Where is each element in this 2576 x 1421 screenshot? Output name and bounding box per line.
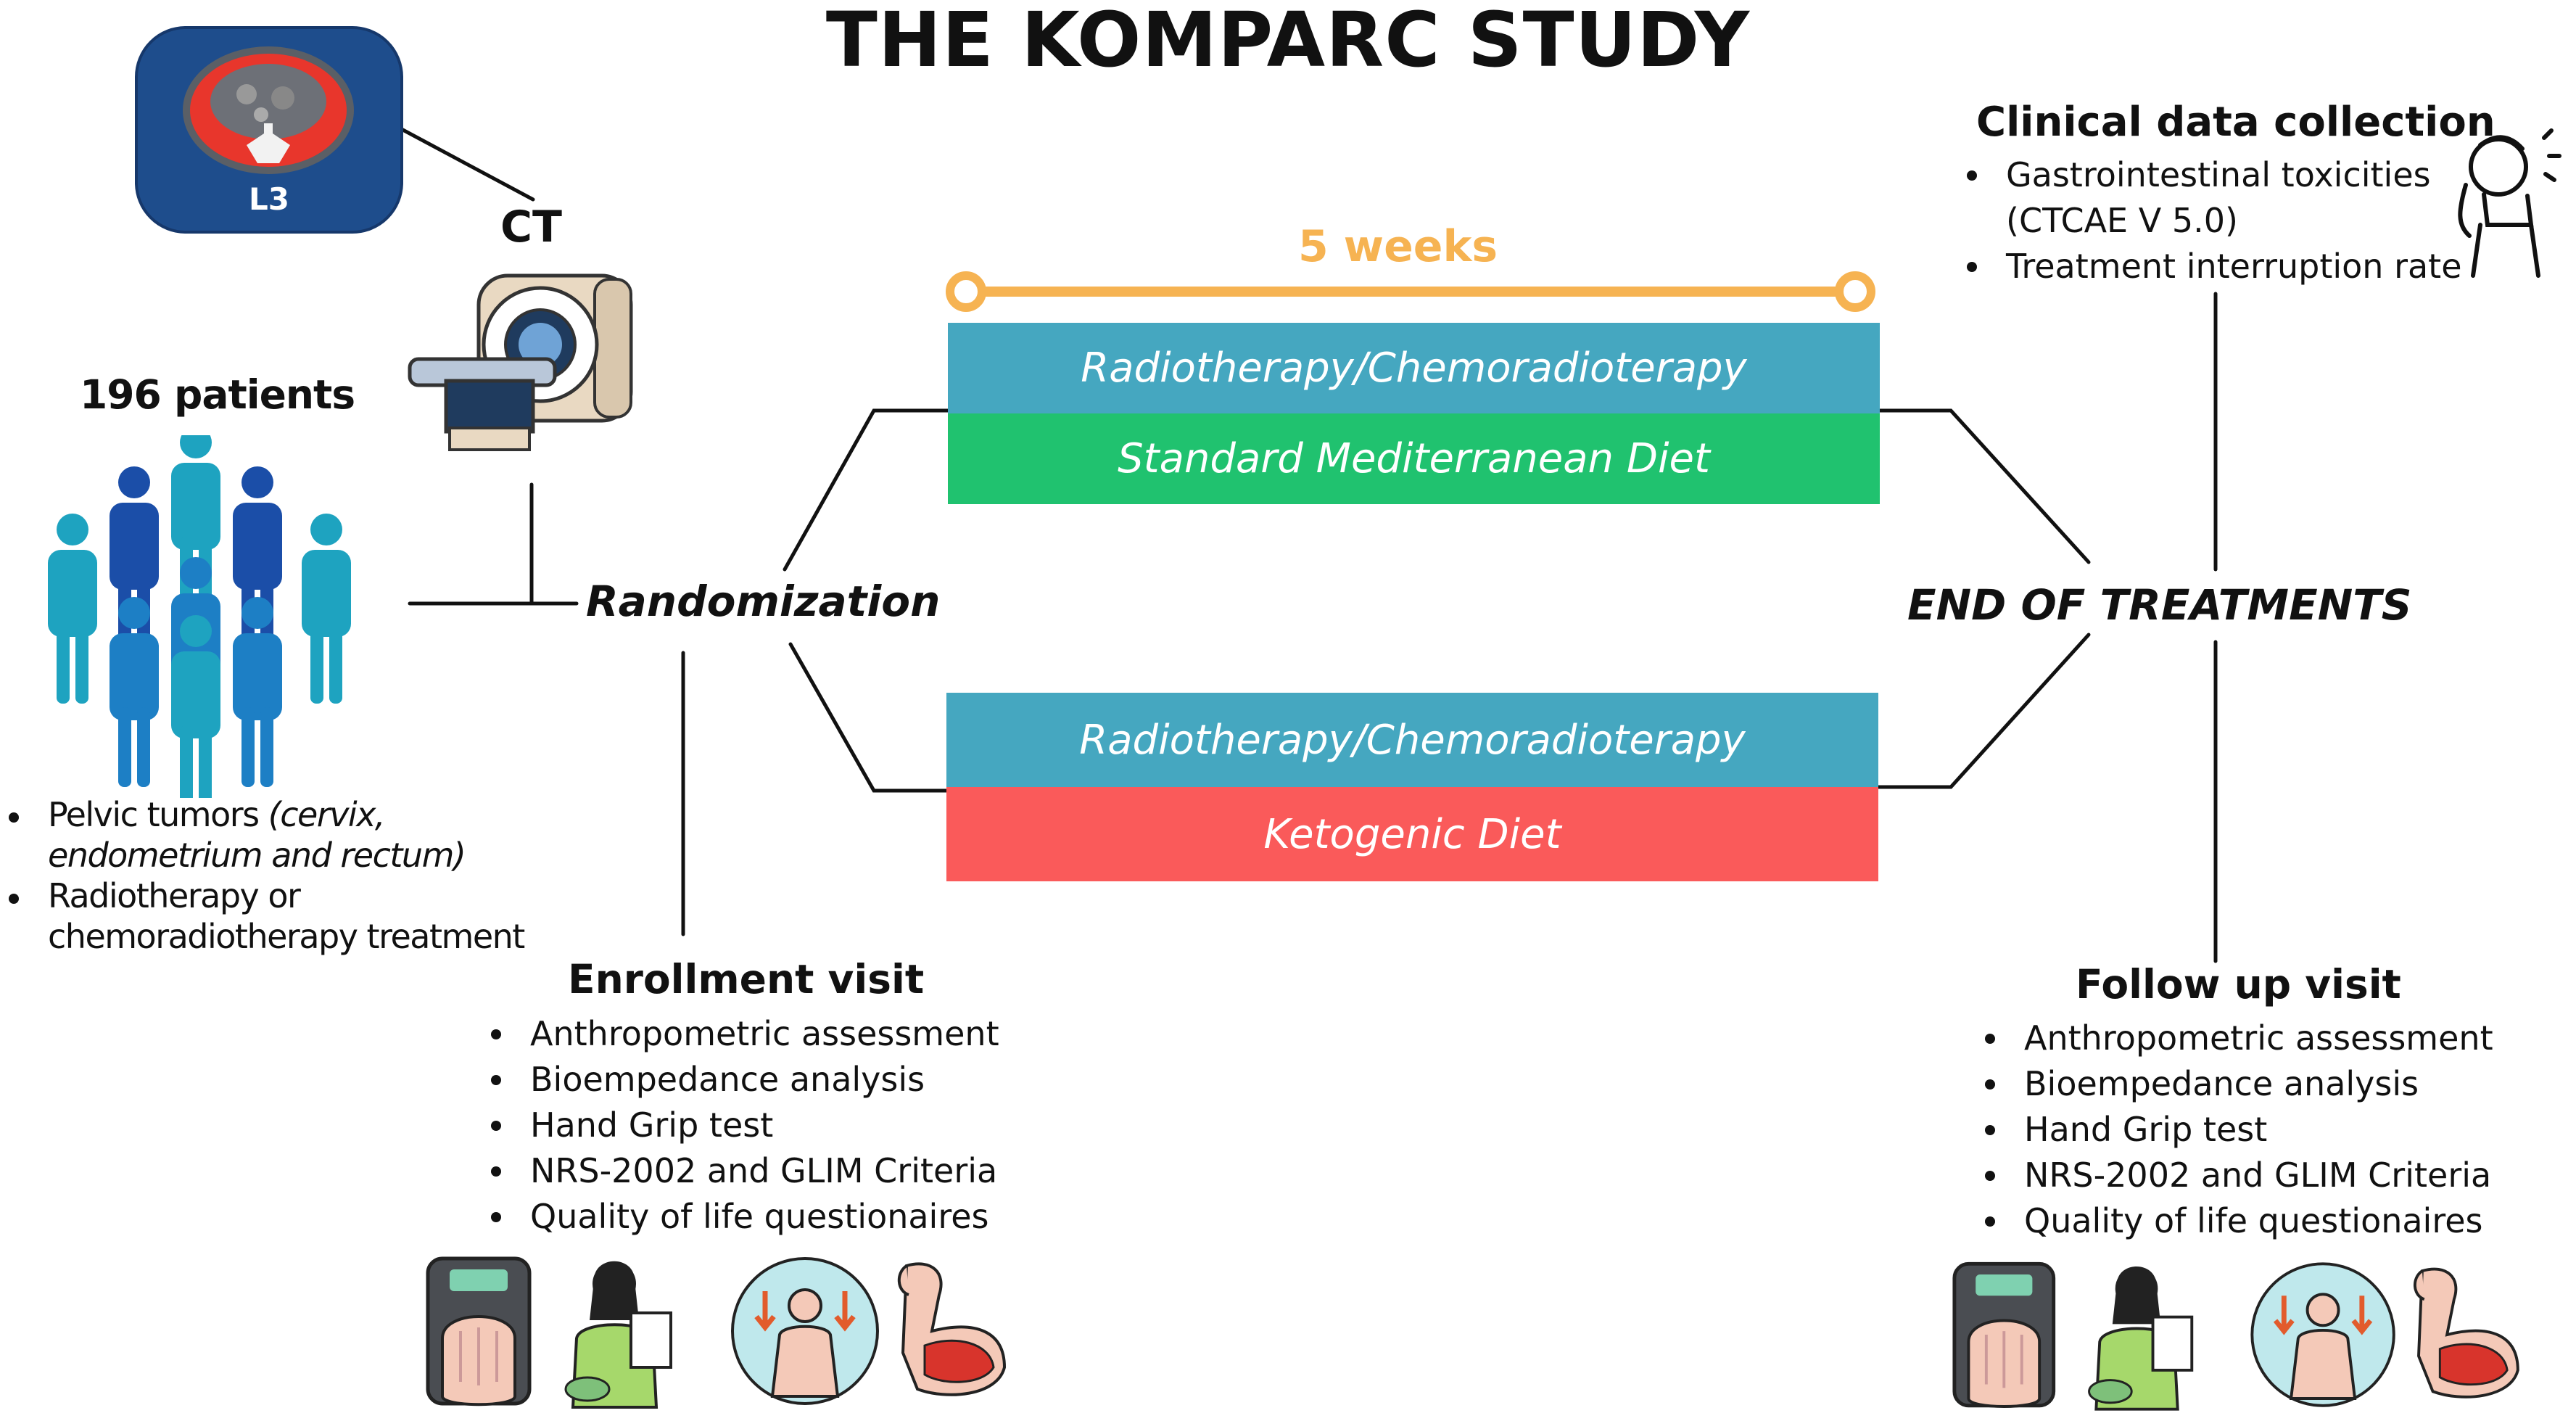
- randomization-label: Randomization: [586, 577, 941, 626]
- enrollment-icons: [424, 1251, 1062, 1414]
- arm-muscle-icon: [897, 1262, 1007, 1396]
- followup-icons: [1951, 1255, 2575, 1418]
- followup-item: Hand Grip test: [1976, 1107, 2493, 1153]
- enrollment-item: Bioempedance analysis: [482, 1057, 999, 1103]
- dietitian-icon: [2088, 1266, 2194, 1411]
- inclusion-criteria-list: Pelvic tumors (cervix, endometrium and r…: [0, 794, 525, 957]
- followup-item: Quality of life questionaires: [1976, 1198, 2493, 1244]
- followup-item: NRS-2002 and GLIM Criteria: [1976, 1153, 2493, 1198]
- clinical-data-list: Gastrointestinal toxicities (CTCAE V 5.0…: [1958, 152, 2462, 289]
- enrollment-list: Anthropometric assessment Bioempedance a…: [482, 1011, 999, 1240]
- hand-grip-dynamometer-icon: [426, 1256, 532, 1406]
- patient-crowd-icon: [40, 427, 359, 805]
- ct-scanner-icon: [406, 272, 645, 461]
- followup-heading: Follow up visit: [2076, 961, 2401, 1008]
- headache-icon: [2437, 116, 2567, 279]
- arm1-treatment-bar: Radiotherapy/Chemoradioterapy: [948, 323, 1880, 413]
- enrollment-heading: Enrollment visit: [568, 956, 925, 1002]
- arm2-diet-bar: Ketogenic Diet: [946, 787, 1878, 881]
- vertebral-level-label: L3: [249, 181, 289, 217]
- patient-count: 196 patients: [80, 371, 355, 418]
- arm-muscle-icon: [2414, 1267, 2519, 1399]
- followup-list: Anthropometric assessment Bioempedance a…: [1976, 1016, 2493, 1244]
- end-of-treatments-label: END OF TREATMENTS: [1907, 580, 2412, 630]
- page-title: THE KOMPARC STUDY: [825, 0, 1751, 84]
- clinical-item-interruption: Treatment interruption rate: [1958, 244, 2462, 289]
- dietitian-icon: [564, 1261, 672, 1409]
- arm2-treatment-bar: Radiotherapy/Chemoradioterapy: [946, 693, 1878, 787]
- weight-loss-body-icon: [2250, 1262, 2395, 1407]
- ct-label: CT: [500, 202, 562, 252]
- ct-axial-slice-icon: L3: [135, 26, 403, 234]
- clinical-item-gi-toxicity: Gastrointestinal toxicities (CTCAE V 5.0…: [1958, 152, 2462, 244]
- criterion-treatment: Radiotherapy or chemoradiotherapy treatm…: [0, 876, 525, 957]
- enrollment-item: Quality of life questionaires: [482, 1194, 999, 1240]
- enrollment-item: Hand Grip test: [482, 1103, 999, 1148]
- followup-item: Anthropometric assessment: [1976, 1016, 2493, 1061]
- enrollment-item: Anthropometric assessment: [482, 1011, 999, 1057]
- duration-label: 5 weeks: [1298, 221, 1498, 272]
- timeline-5-weeks: [946, 271, 1875, 312]
- followup-item: Bioempedance analysis: [1976, 1061, 2493, 1107]
- enrollment-item: NRS-2002 and GLIM Criteria: [482, 1148, 999, 1194]
- weight-loss-body-icon: [731, 1257, 879, 1405]
- arm1-diet-bar: Standard Mediterranean Diet: [948, 413, 1880, 504]
- criterion-pelvic-tumors: Pelvic tumors (cervix, endometrium and r…: [0, 794, 524, 876]
- clinical-data-heading: Clinical data collection: [1976, 99, 2496, 146]
- hand-grip-dynamometer-icon: [1952, 1261, 2056, 1408]
